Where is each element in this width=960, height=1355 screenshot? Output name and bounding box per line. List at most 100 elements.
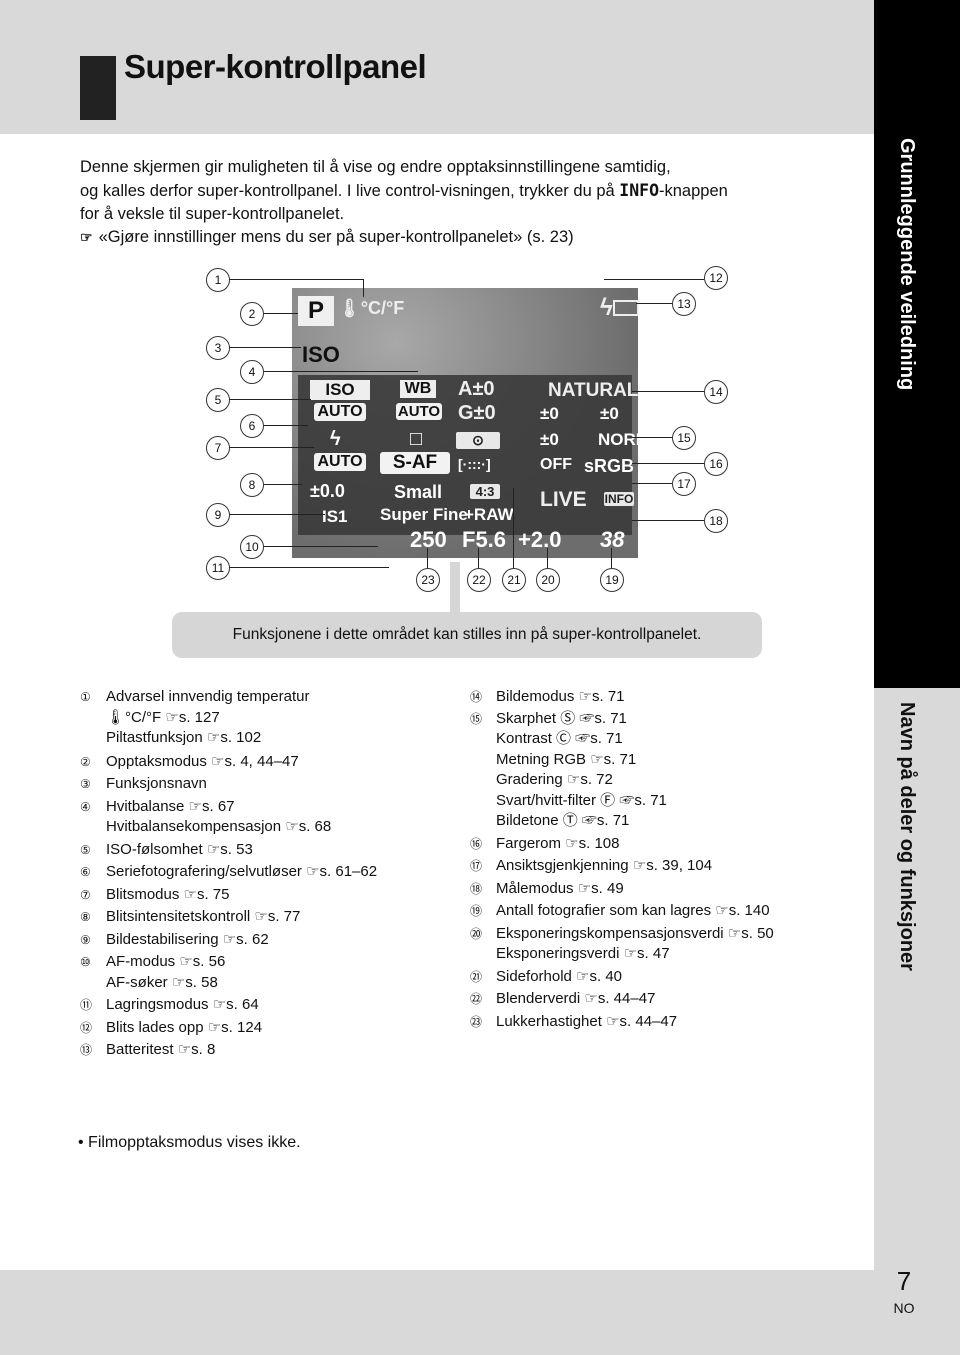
callout-18: 18 [704, 509, 728, 533]
wb-comp-a[interactable]: A±0 [458, 378, 495, 400]
footnote: • Filmopptaksmodus vises ikke. [78, 1134, 301, 1151]
intro-line-2: og kalles derfor super-kontrollpanel. I … [80, 181, 728, 200]
shutter-speed: 250 [410, 527, 447, 552]
callout-1: 1 [206, 268, 230, 292]
temp-warning: 🌡°C/°F [338, 298, 405, 318]
callout-23: 23 [416, 568, 440, 592]
live-label: LIVE [540, 488, 587, 511]
drive-mode-icon[interactable]: □ [410, 428, 423, 450]
reference-icon: ☞ [80, 229, 93, 245]
flash-mode-value[interactable]: AUTO [314, 453, 366, 471]
battery-icon [613, 300, 639, 316]
callout-15: 15 [672, 426, 696, 450]
callout-22: 22 [467, 568, 491, 592]
panel-connector [450, 562, 460, 614]
iso-value[interactable]: AUTO [314, 403, 366, 421]
af-target[interactable]: [·:::·] [458, 456, 491, 472]
list-item: Bildetone Ⓣ ☞s. 71 [496, 812, 630, 829]
callout-2: 2 [240, 302, 264, 326]
side-tab-active [874, 0, 960, 688]
aperture: F5.6 [462, 527, 507, 552]
wb-label[interactable]: WB [400, 380, 436, 398]
callout-9: 9 [206, 503, 230, 527]
flash-intensity[interactable]: ±0.0 [310, 481, 345, 501]
language-label: NO [893, 1300, 915, 1316]
header-band [0, 0, 874, 134]
gradation[interactable]: NORM [598, 430, 650, 449]
color-space[interactable]: sRGB [584, 456, 635, 476]
function-name: ISO [302, 342, 340, 367]
footer-band [0, 1270, 874, 1355]
wb-comp-g[interactable]: G±0 [458, 402, 496, 424]
function-note: Funksjonene i dette området kan stilles … [172, 612, 762, 658]
callout-3: 3 [206, 336, 230, 360]
list-item: 🌡°C/°F ☞s. 127 [106, 708, 220, 726]
page-title: Super-kontrollpanel [124, 48, 427, 85]
sharpness[interactable]: ±0 [540, 404, 559, 423]
callout-16: 16 [704, 452, 728, 476]
page-number: 7 [896, 1266, 912, 1296]
list-item: AF-søker ☞s. 58 [106, 973, 218, 991]
flash-mode-icon[interactable]: ϟ [330, 428, 341, 450]
list-item: Hvitbalansekompensasjon ☞s. 68 [106, 818, 332, 835]
callout-20: 20 [536, 568, 560, 592]
list-item: Kontrast Ⓒ ☞s. 71 [496, 730, 623, 747]
list-item: Gradering ☞s. 72 [496, 771, 613, 788]
exposure-comp: +2.0 [518, 527, 562, 552]
side-tab-parts-names: Navn på deler og funksjoner [896, 702, 918, 971]
picture-mode[interactable]: NATURAL [548, 380, 639, 401]
saturation[interactable]: ±0 [540, 430, 559, 449]
info-button-label: INFO [619, 181, 660, 200]
record-quality[interactable]: Super Fine [380, 505, 468, 524]
raw-flag[interactable]: +RAW [464, 505, 514, 524]
intro-text: Denne skjermen gir muligheten til å vise… [80, 156, 840, 249]
callout-5: 5 [206, 388, 230, 412]
info-label: INFO [604, 492, 634, 506]
contrast[interactable]: ±0 [600, 404, 619, 423]
callout-17: 17 [672, 472, 696, 496]
callout-13: 13 [672, 292, 696, 316]
callout-6: 6 [240, 414, 264, 438]
intro-line-1: Denne skjermen gir muligheten til å vise… [80, 158, 671, 176]
intro-line-3: for å veksle til super-kontrollpanelet. [80, 205, 345, 223]
callout-7: 7 [206, 436, 230, 460]
header-marker [80, 56, 116, 120]
face-detect[interactable]: OFF [540, 456, 572, 473]
image-stabilizer[interactable]: IS1 [322, 507, 348, 526]
shots-remaining: 38 [600, 527, 625, 552]
side-tab-basic-guide: Grunnleggende veiledning [896, 138, 918, 391]
callout-21: 21 [502, 568, 526, 592]
af-mode[interactable]: S-AF [380, 452, 450, 474]
image-size[interactable]: Small [394, 482, 443, 502]
iso-label[interactable]: ISO [310, 380, 370, 400]
aspect-ratio[interactable]: 4:3 [470, 484, 500, 499]
callout-19: 19 [600, 568, 624, 592]
callout-14: 14 [704, 380, 728, 404]
list-item: Eksponeringsverdi ☞s. 47 [496, 945, 670, 962]
shooting-mode: P [298, 296, 334, 326]
callout-10: 10 [240, 535, 264, 559]
wb-value[interactable]: AUTO [396, 403, 442, 420]
metering-mode-icon[interactable]: ⊙ [456, 432, 500, 449]
callout-12: 12 [704, 266, 728, 290]
